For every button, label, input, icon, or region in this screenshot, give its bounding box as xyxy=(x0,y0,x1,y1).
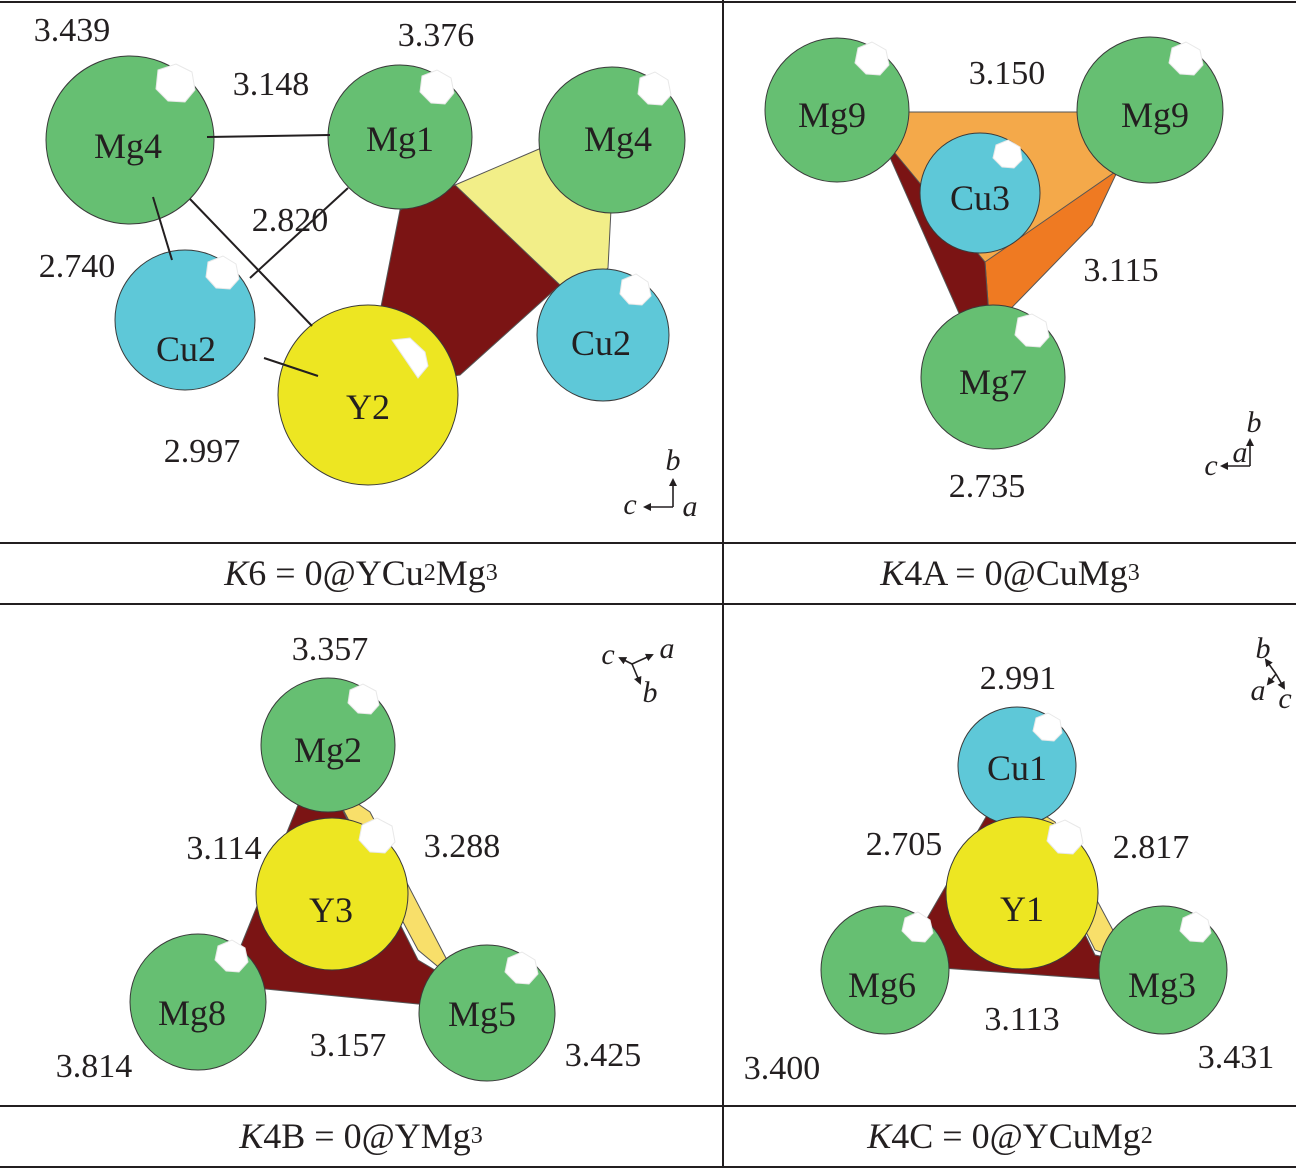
atom-label: Mg4 xyxy=(584,119,652,159)
axis-label-b: b xyxy=(1256,632,1271,665)
axis-label-a: a xyxy=(660,632,675,665)
panel-k6: Mg4 Mg1 Mg4 Cu2 Y2 Cu2 3.439 3.376 3.148… xyxy=(34,12,698,523)
axis-label-c: c xyxy=(1204,449,1217,482)
distance-label: 3.157 xyxy=(310,1027,387,1064)
atom-y3 xyxy=(255,817,409,971)
panel-k4b: Mg2 Y3 Mg8 Mg5 3.357 3.114 3.288 3.157 3… xyxy=(56,631,675,1085)
axis-label-c: c xyxy=(1278,682,1291,715)
atom-label: Mg7 xyxy=(959,362,1027,402)
axis-label-b: b xyxy=(1247,406,1262,439)
distance-label: 3.357 xyxy=(292,631,369,668)
caption-text: 6 = 0@YCu xyxy=(248,553,424,593)
axis-triad: b c a xyxy=(1204,406,1261,482)
distance-label: 3.431 xyxy=(1198,1039,1275,1076)
atom-label: Mg1 xyxy=(366,119,434,159)
axis-label-a: a xyxy=(683,490,698,523)
distance-label: 3.439 xyxy=(34,12,111,49)
distance-label: 3.114 xyxy=(186,830,261,867)
caption-k-symbol: K xyxy=(224,553,249,593)
atom-label: Y2 xyxy=(346,387,390,427)
axis-label-b: b xyxy=(666,444,681,477)
distance-label: 2.991 xyxy=(980,660,1057,697)
axis-label-c: c xyxy=(601,638,614,671)
axis-label-b: b xyxy=(643,676,658,709)
distance-label: 3.814 xyxy=(56,1048,133,1085)
caption-k-symbol: K xyxy=(880,553,905,593)
caption-text: 4A = 0@CuMg xyxy=(904,553,1128,593)
atom-label: Mg6 xyxy=(848,965,916,1005)
distance-label: 3.115 xyxy=(1083,252,1158,289)
caption-k-symbol: K xyxy=(239,1116,264,1156)
distance-label: 2.817 xyxy=(1113,829,1190,866)
caption-text: 4C = 0@YCuMg xyxy=(891,1116,1141,1156)
atom-label: Mg2 xyxy=(294,730,362,770)
atom-label: Mg8 xyxy=(158,993,226,1033)
distance-label: 2.997 xyxy=(164,433,241,470)
distance-label: 3.376 xyxy=(398,17,475,54)
axis-label-c: c xyxy=(623,488,636,521)
atom-label: Cu1 xyxy=(987,748,1047,788)
panel-k4c: Cu1 Y1 Mg6 Mg3 2.991 2.705 2.817 3.113 3… xyxy=(744,632,1292,1087)
distance-label: 3.148 xyxy=(233,66,310,103)
caption-k-symbol: K xyxy=(867,1116,892,1156)
axis-triad: b a c xyxy=(1251,632,1292,715)
atom-label: Y3 xyxy=(309,890,353,930)
atom-label: Cu2 xyxy=(156,329,216,369)
distance-label: 2.735 xyxy=(949,468,1026,505)
distance-label: 3.288 xyxy=(424,828,501,865)
distance-label: 3.150 xyxy=(969,55,1046,92)
atom-label: Y1 xyxy=(1000,889,1044,929)
atom-label: Mg4 xyxy=(94,126,162,166)
panel-k4a: Mg9 Mg9 Cu3 Mg7 3.150 3.115 2.735 b c a xyxy=(764,36,1262,505)
atom-y1 xyxy=(945,816,1099,970)
atom-label: Mg3 xyxy=(1128,965,1196,1005)
axis-label-a: a xyxy=(1251,674,1266,707)
distance-label: 3.113 xyxy=(984,1001,1059,1038)
atom-label: Mg9 xyxy=(798,95,866,135)
distance-label: 2.740 xyxy=(39,248,116,285)
distance-label: 3.400 xyxy=(744,1050,821,1087)
caption-text: 4B = 0@YMg xyxy=(263,1116,471,1156)
caption-text: Mg xyxy=(435,553,486,593)
distance-label: 3.425 xyxy=(565,1037,642,1074)
axis-label-a: a xyxy=(1233,436,1248,469)
atom-label: Cu3 xyxy=(950,178,1010,218)
atom-label: Mg5 xyxy=(448,994,516,1034)
axis-triad: c a b xyxy=(601,632,674,709)
distance-label: 2.705 xyxy=(866,826,943,863)
distance-label: 2.820 xyxy=(252,202,329,239)
axis-triad: b c a xyxy=(623,444,697,523)
atom-label: Cu2 xyxy=(571,323,631,363)
atom-label: Mg9 xyxy=(1121,95,1189,135)
